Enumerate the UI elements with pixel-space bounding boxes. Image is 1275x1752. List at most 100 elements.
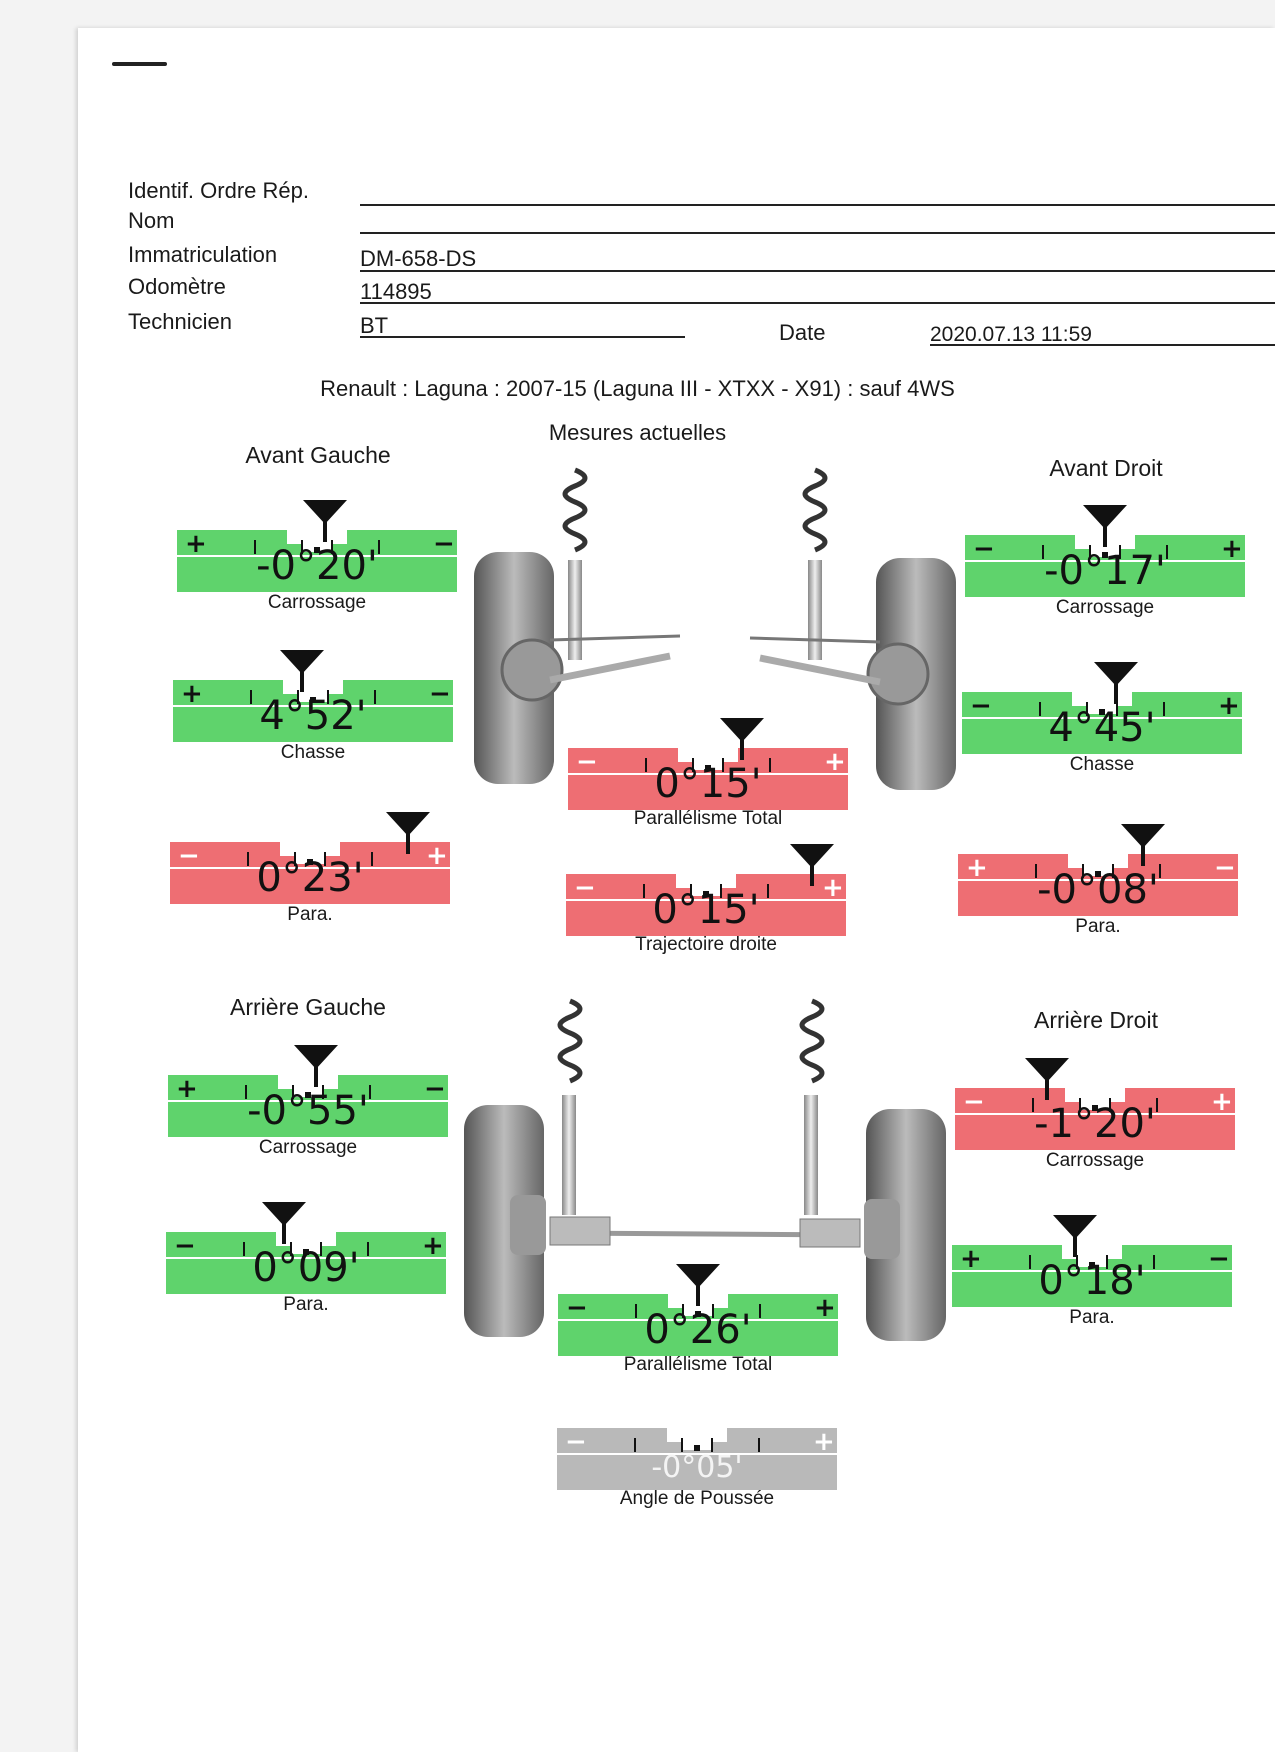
gauge-band: [168, 1075, 448, 1137]
label-nom: Nom: [128, 208, 175, 233]
gauge-right-sign: +: [1221, 534, 1243, 564]
gauge-band: [566, 874, 846, 936]
gauge-right-sign: +: [422, 1231, 444, 1261]
gauge-avant-gauche-chasse: +− 4°52' Chasse: [173, 650, 453, 763]
gauge-band: [166, 1232, 446, 1294]
gauge-right-sign: +: [813, 1427, 835, 1457]
gauge-arriere-gauche-carrossage: +− -0°55' Carrossage: [168, 1045, 448, 1158]
pointer-arrow-icon: [1121, 824, 1165, 848]
gauge-band: [557, 1428, 837, 1490]
pointer-arrow-icon: [790, 844, 834, 868]
pointer-stem: [282, 1222, 286, 1244]
gauge-left-sign: −: [174, 1231, 196, 1261]
front-axle-illustration: [474, 467, 956, 790]
gauge-right-sign: +: [1211, 1087, 1233, 1117]
pointer-arrow-icon: [1025, 1058, 1069, 1082]
pointer-stem: [300, 670, 304, 692]
gauge-center-mark: [705, 765, 711, 771]
gauge-band: [568, 748, 848, 810]
gauge-graphic: −+: [557, 1427, 837, 1490]
pointer-stem: [314, 1065, 318, 1087]
gauge-caption: Para.: [287, 904, 333, 925]
gauge-band: [170, 842, 450, 904]
gauge-caption: Parallélisme Total: [623, 1354, 773, 1375]
gauge-graphic: +−: [177, 500, 457, 592]
pointer-stem: [406, 832, 410, 854]
rear-left-tire: [464, 1105, 544, 1337]
gauge-band: [955, 1088, 1235, 1150]
gauge-center-mark: [1102, 552, 1108, 558]
gauge-center-mark: [1099, 709, 1105, 715]
gauge-right-sign: −: [1208, 1244, 1230, 1274]
gauge-caption: Angle de Poussée: [619, 1488, 775, 1509]
gauge-caption: Para.: [1075, 916, 1121, 937]
line-identif: [360, 204, 1275, 206]
gauge-graphic: −+: [566, 844, 846, 936]
gauge-avant-droit-carrossage: −+ -0°17' Carrossage: [965, 505, 1245, 618]
immatriculation-value: DM-658-DS: [360, 246, 477, 271]
gauge-caption: Trajectoire droite: [635, 934, 777, 955]
gauge-center-mark: [307, 859, 313, 865]
gauge-avant-gauche-para: −+ 0°23' Para.: [170, 812, 450, 925]
rear-axle-illustration: [464, 998, 946, 1341]
gauge-center-mark: [314, 547, 320, 553]
gauge-band: [952, 1245, 1232, 1307]
pointer-stem: [1073, 1235, 1077, 1257]
gauge-avant-droit-chasse: −+ 4°45' Chasse: [962, 662, 1242, 775]
pointer-arrow-icon: [1094, 662, 1138, 686]
gauge-graphic: −+: [558, 1264, 838, 1356]
gauge-angle-de-poussee: −+ -0°05' Angle de Poussée: [557, 1398, 837, 1510]
gauge-avant-gauche-carrossage: +− -0°20' Carrossage: [177, 500, 457, 613]
pointer-arrow-icon: [1083, 505, 1127, 529]
rear-right-tire: [866, 1109, 946, 1341]
gauge-band: [173, 680, 453, 742]
gauge-band: [177, 530, 457, 592]
gauge-arriere-droit-para: +− 0°18' Para.: [952, 1215, 1232, 1328]
gauge-left-sign: +: [181, 679, 203, 709]
gauge-left-sign: −: [963, 1087, 985, 1117]
gauge-left-sign: −: [970, 691, 992, 721]
pointer-arrow-icon: [303, 500, 347, 524]
gauge-left-sign: −: [566, 1293, 588, 1323]
gauge-value: 0°26': [644, 1307, 752, 1353]
line-immatriculation: [360, 270, 1275, 272]
pointer-stem: [696, 1284, 700, 1306]
pointer-stem: [1045, 1078, 1049, 1100]
gauge-center-mark: [1092, 1105, 1098, 1111]
date-label: Date: [779, 320, 826, 345]
gauge-graphic: −+: [170, 812, 450, 904]
gauge-band: [958, 854, 1238, 916]
gauge-band: [965, 535, 1245, 597]
gauge-caption: Chasse: [280, 742, 346, 763]
pointer-stem: [1141, 844, 1145, 866]
gauge-caption: Carrossage: [1055, 597, 1155, 618]
gauge-left-sign: +: [176, 1074, 198, 1104]
section-avant-gauche: Avant Gauche: [245, 442, 391, 468]
gauge-avant-parallelisme-total: −+ 0°15' Parallélisme Total: [568, 718, 848, 830]
gauge-right-sign: +: [1218, 691, 1240, 721]
label-identif-ordre: Identif. Ordre Rép.: [128, 178, 309, 203]
gauge-caption: Carrossage: [1045, 1150, 1145, 1171]
gauge-right-sign: +: [822, 873, 844, 903]
gauge-center-mark: [703, 891, 709, 897]
gauge-caption: Para.: [283, 1294, 329, 1315]
gauge-left-sign: +: [960, 1244, 982, 1274]
pointer-arrow-icon: [294, 1045, 338, 1069]
gauge-left-sign: +: [185, 529, 207, 559]
pointer-stem: [323, 520, 327, 542]
gauge-arriere-droit-carrossage: −+ -1°20' Carrossage: [955, 1058, 1235, 1171]
pointer-arrow-icon: [386, 812, 430, 836]
gauge-graphic: −+: [962, 662, 1242, 754]
gauge-graphic: −+: [965, 505, 1245, 597]
technicien-value: BT: [360, 313, 389, 338]
pointer-arrow-icon: [262, 1202, 306, 1226]
line-odometre: [360, 302, 1275, 304]
gauge-graphic: +−: [168, 1045, 448, 1137]
gauge-value: -0°17': [1044, 548, 1166, 594]
gauge-graphic: +−: [958, 824, 1238, 916]
section-avant-droit: Avant Droit: [1049, 455, 1163, 481]
gauge-right-sign: −: [1214, 853, 1236, 883]
gauge-arriere-gauche-para: −+ 0°09' Para.: [166, 1202, 446, 1315]
gauge-center-mark: [310, 697, 316, 703]
section-arriere-droit: Arrière Droit: [1034, 1007, 1158, 1033]
